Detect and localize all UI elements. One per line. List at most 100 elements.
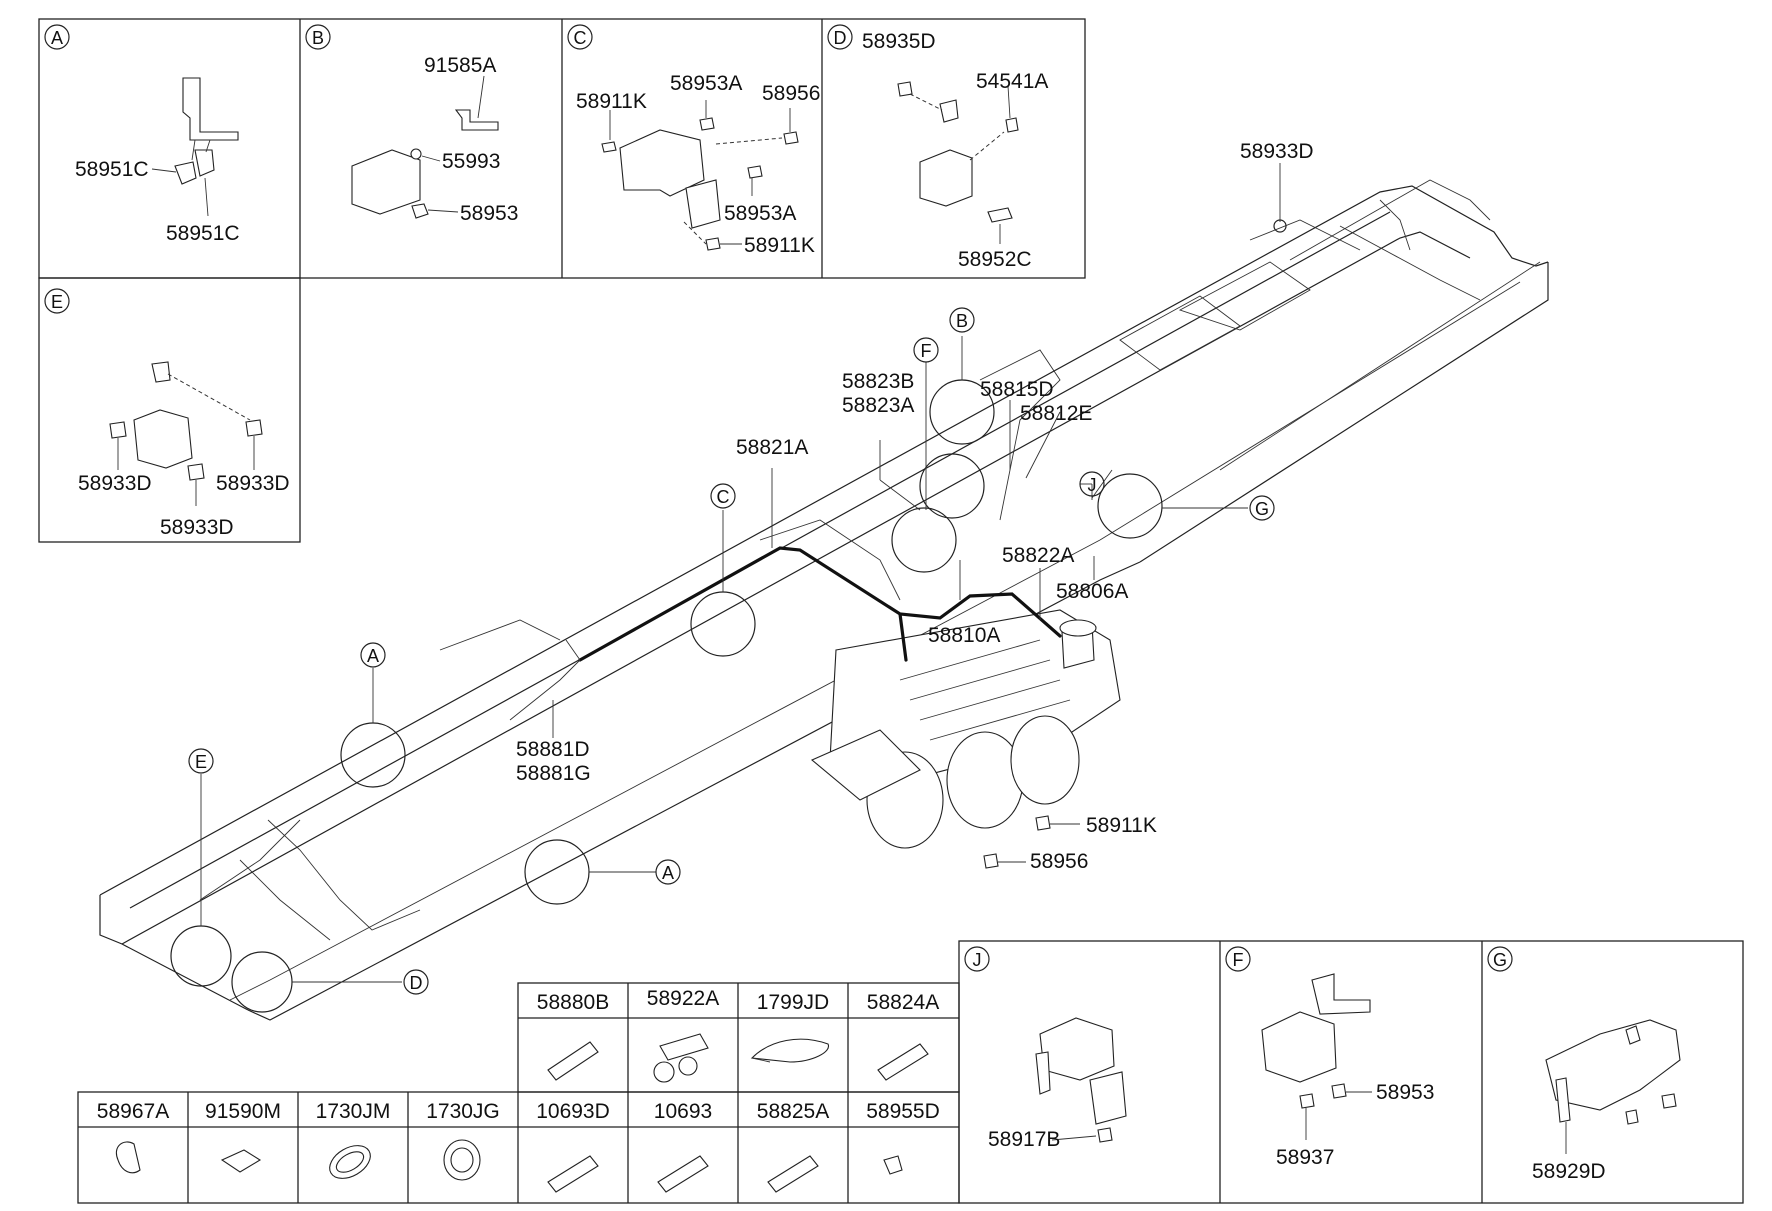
tube-icon — [657, 1155, 709, 1193]
part-label: 58911K — [744, 234, 815, 257]
main-callouts: 58933D 58823B 58823A 58815D 58812E 58821… — [516, 140, 1314, 873]
part-label: 58933D — [1240, 140, 1314, 163]
panel-b: B 91585A 55993 58953 — [305, 24, 518, 225]
part-label: 58806A — [1056, 580, 1128, 603]
panel-b-letter: B — [312, 28, 324, 48]
part-label: 55993 — [442, 150, 500, 173]
part-label: 58823B — [842, 370, 914, 393]
ref-letter: C — [717, 487, 730, 507]
part-label: 58933D — [160, 516, 234, 539]
ref-letter: A — [367, 646, 379, 666]
part-number: 1730JG — [426, 1100, 500, 1123]
tee-valve-part — [133, 409, 193, 469]
parts-table-icons — [116, 1033, 929, 1193]
part-number: 10693D — [536, 1100, 610, 1123]
panel-a: A 58951C 58951C — [44, 24, 240, 245]
panel-d-letter: D — [834, 28, 847, 48]
part-label: 58821A — [736, 436, 808, 459]
panel-a-letter: A — [51, 28, 63, 48]
part-number: 58825A — [757, 1100, 829, 1123]
cable-tie-icon — [750, 1038, 829, 1063]
tube-icon — [767, 1155, 819, 1193]
parts-table — [77, 982, 960, 1204]
part-label: 58956 — [762, 82, 820, 105]
clip-icon — [116, 1141, 141, 1174]
clamp-icon — [220, 1149, 262, 1173]
part-label: 58933D — [78, 472, 152, 495]
quick-release-valve-part — [919, 149, 973, 207]
panel-c-letter: C — [574, 28, 587, 48]
part-label: 58815D — [980, 378, 1054, 401]
part-label: 58917B — [988, 1128, 1060, 1151]
loose-fittings — [983, 815, 1080, 869]
panel-d: D 58935D 54541A 58952C — [827, 24, 1048, 271]
tube-icon — [877, 1043, 929, 1081]
panel-f-letter: F — [1233, 950, 1244, 970]
ref-letter: J — [1088, 475, 1097, 495]
relay-valve-part — [1261, 1011, 1337, 1083]
panel-f: F 58953 58937 — [1225, 946, 1434, 1169]
ref-letter: E — [195, 752, 207, 772]
brake-valve-part — [1545, 1019, 1681, 1111]
part-label: 58881G — [516, 762, 591, 785]
elbow-fitting-icon — [883, 1155, 903, 1175]
dual-valve-part — [1039, 1017, 1115, 1081]
panel-j-letter: J — [973, 950, 982, 970]
part-number: 58824A — [867, 991, 939, 1014]
part-label: 58935D — [862, 30, 936, 53]
part-label: 58953 — [460, 202, 518, 225]
part-label: 54541A — [976, 70, 1048, 93]
relay-valve-part — [351, 149, 421, 215]
part-number: 58880B — [537, 991, 609, 1014]
panel-c: C 58911K 58953A 58956 58953A 58911K — [567, 24, 820, 257]
ref-letter: A — [662, 863, 674, 883]
bracket-valve-part — [174, 77, 239, 185]
panel-g: G 58929D — [1487, 946, 1681, 1183]
part-number: 91590M — [205, 1100, 281, 1123]
part-label: 58937 — [1276, 1146, 1334, 1169]
part-label: 58812E — [1020, 402, 1092, 425]
detail-panels-top — [38, 18, 1086, 543]
leader-lines — [200, 163, 1281, 983]
reference-circles — [170, 219, 1287, 1013]
ref-letter: B — [956, 311, 968, 331]
ref-letter: F — [921, 341, 932, 361]
part-label: 58951C — [75, 158, 149, 181]
part-label: 58933D — [216, 472, 290, 495]
part-label: 58951C — [166, 222, 240, 245]
ref-letter: D — [410, 973, 423, 993]
part-number: 1799JD — [757, 991, 829, 1014]
part-label: 58952C — [958, 248, 1032, 271]
part-label: 58956 — [1030, 850, 1088, 873]
part-number: 10693 — [654, 1100, 712, 1123]
part-number: 1730JM — [316, 1100, 391, 1123]
part-number: 58955D — [866, 1100, 940, 1123]
air-pipe-routing — [509, 261, 1541, 721]
air-tank-assembly — [810, 609, 1121, 849]
panel-e-letter: E — [51, 292, 63, 312]
part-label: 58911K — [1086, 814, 1157, 837]
tube-icon — [547, 1155, 599, 1193]
ref-letter: G — [1255, 499, 1269, 519]
panel-e: E 58933D 58933D 58933D — [44, 288, 290, 539]
parts-table-headers: 58880B 58922A 1799JD 58824A 58967A 91590… — [97, 987, 940, 1123]
panel-j: J 58917B — [964, 946, 1127, 1151]
main-ref-letters: B F J G C A E A D — [188, 307, 1275, 995]
part-number: 58922A — [647, 987, 719, 1010]
part-label: 58810A — [928, 624, 1000, 647]
part-label: 58881D — [516, 738, 590, 761]
tee-fitting-icon — [659, 1033, 709, 1061]
chassis-frame — [99, 179, 1549, 1021]
tube-icon — [547, 1041, 599, 1081]
part-label: 58953A — [724, 202, 796, 225]
part-label: 58953 — [1376, 1081, 1434, 1104]
part-label: 58911K — [576, 90, 647, 113]
part-number: 58967A — [97, 1100, 169, 1123]
part-label: 58929D — [1532, 1160, 1606, 1183]
part-label: 91585A — [424, 54, 496, 77]
part-label: 58822A — [1002, 544, 1074, 567]
part-label: 58953A — [670, 72, 742, 95]
panel-g-letter: G — [1493, 950, 1507, 970]
part-label: 58823A — [842, 394, 914, 417]
